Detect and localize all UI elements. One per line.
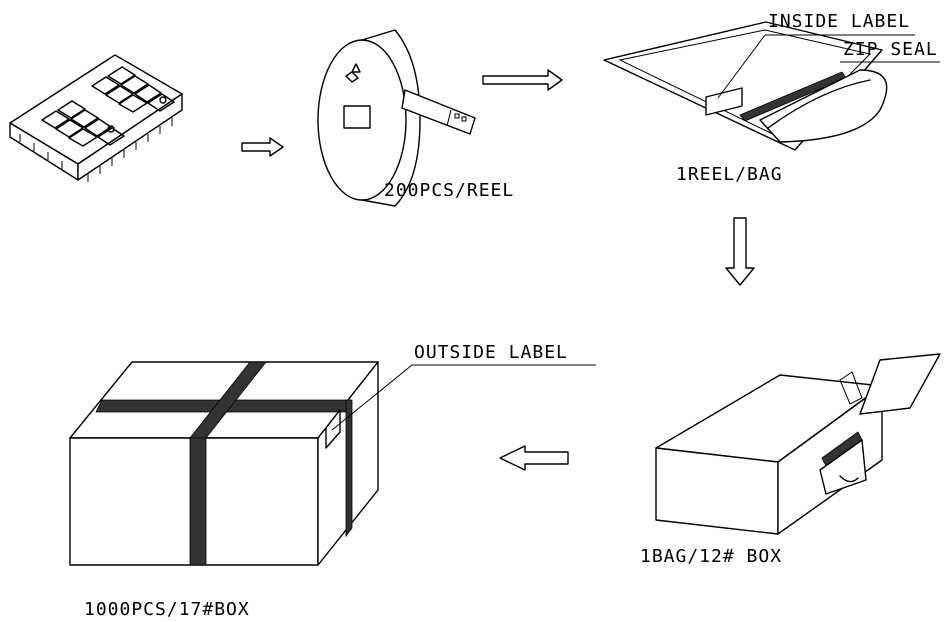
inside-label-leader: [717, 34, 766, 99]
arrow-left-icon: [499, 445, 569, 471]
sealed-carton-icon: [69, 361, 379, 566]
box12-quantity-label: 1BAG/12# BOX: [640, 546, 782, 567]
bag-quantity-label: 1REEL/BAG: [676, 164, 783, 185]
seven-segment-display-icon: [9, 54, 183, 182]
arrow-right-icon: [482, 69, 563, 91]
outside-label-leader: [331, 364, 413, 431]
zip-bag-icon: [603, 21, 888, 151]
reel-quantity-label: 200PCS/REEL: [384, 180, 514, 201]
open-box-icon: [655, 353, 941, 535]
zip-seal-text: ZIP SEAL: [843, 39, 938, 60]
tape-reel-icon: [317, 29, 476, 207]
arrow-down-icon: [725, 217, 755, 286]
inside-label-text: INSIDE LABEL: [768, 11, 910, 32]
box17-quantity-label: 1000PCS/17#BOX: [84, 599, 250, 620]
outside-label-text: OUTSIDE LABEL: [414, 342, 568, 363]
arrow-right-icon: [241, 137, 284, 157]
